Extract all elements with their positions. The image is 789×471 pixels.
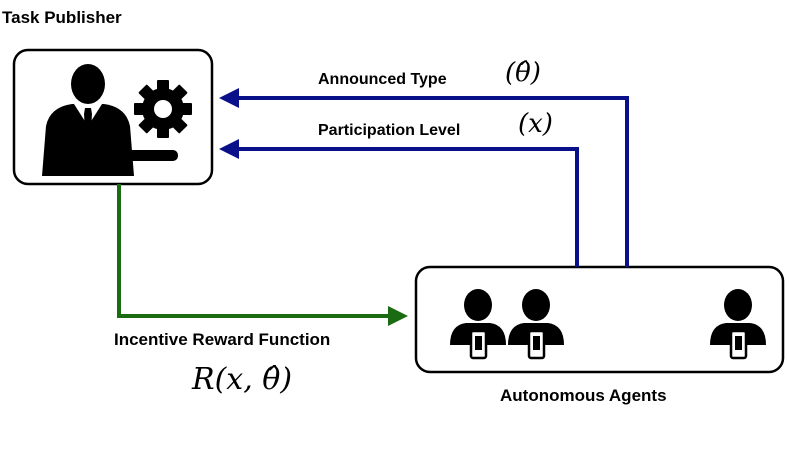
gear-icon (134, 80, 192, 138)
announced-type-math: (θ̂) (505, 58, 541, 88)
person-with-phone-icon (710, 289, 766, 360)
incentive-reward-arrow (117, 184, 408, 326)
announced-type-label: Announced Type (318, 71, 447, 88)
participation-level-arrow (219, 139, 579, 267)
announced-type-arrow (219, 88, 629, 267)
task-publisher-title: Task Publisher (2, 8, 122, 27)
participation-level-math: (x) (518, 109, 553, 139)
businessman-icon (42, 64, 178, 176)
incentive-reward-label: Incentive Reward Function (114, 330, 331, 349)
person-with-phone-icon (508, 289, 564, 360)
participation-level-label: Participation Level (318, 122, 461, 139)
autonomous-agents-box (414, 265, 785, 374)
autonomous-agents-title: Autonomous Agents (500, 386, 667, 405)
person-with-phone-icon (450, 289, 506, 360)
incentive-reward-math: R(x, θ̂) (192, 362, 293, 397)
